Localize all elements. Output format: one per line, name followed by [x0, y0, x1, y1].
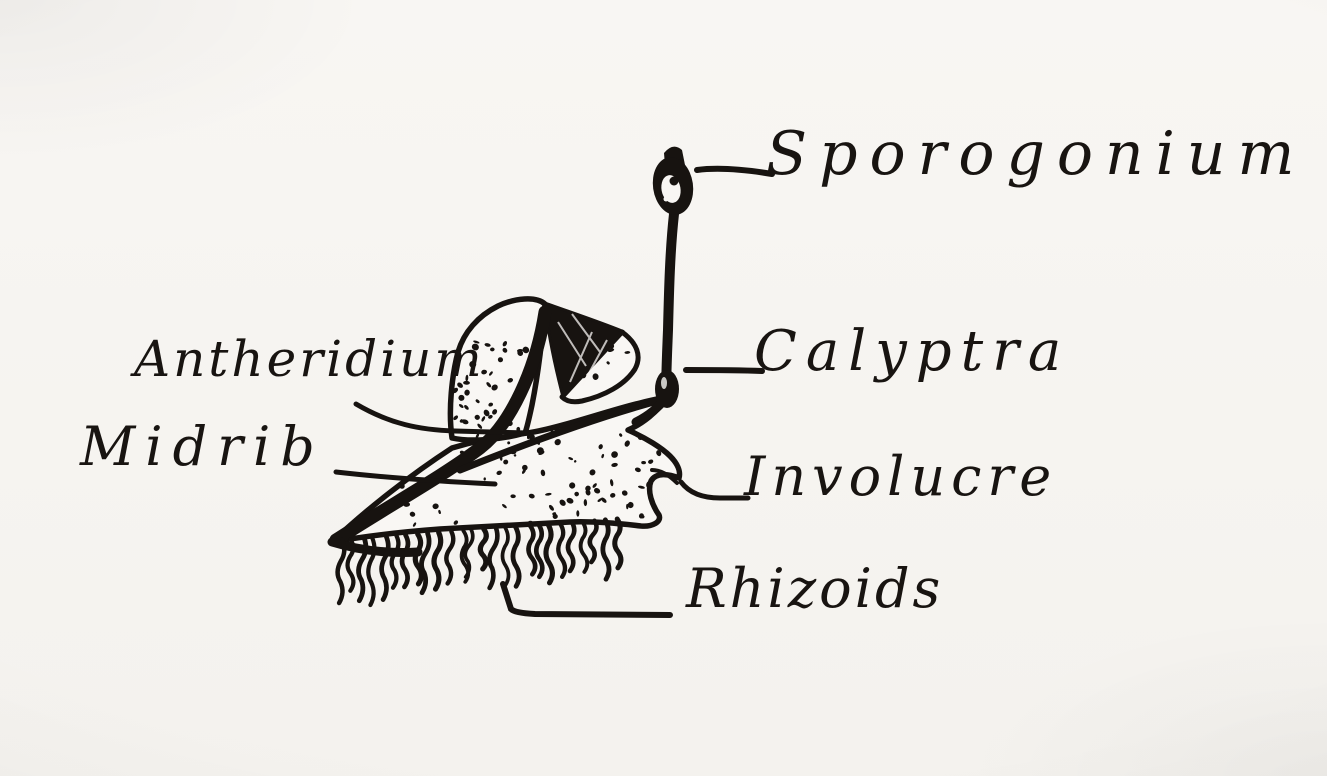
- label-calyptra: Calyptra: [754, 319, 1071, 384]
- label-involucre: Involucre: [744, 445, 1058, 508]
- label-sporogonium: Sporogonium: [766, 119, 1307, 189]
- fold-line: [456, 395, 669, 474]
- leader-calyptra: [683, 367, 765, 374]
- leader-sporogonium: [694, 165, 775, 177]
- calyptra-bulge: [655, 370, 679, 408]
- right-lobe: [559, 329, 641, 405]
- involucre-flap: [650, 468, 679, 485]
- leader-midrib: [333, 469, 498, 487]
- rhizoids-strokes: [335, 516, 624, 608]
- label-rhizoids: Rhizoids: [686, 557, 944, 620]
- midrib-band: [329, 305, 552, 547]
- leader-rhizoids: [500, 581, 673, 618]
- thallus-tip-shade: [327, 537, 423, 557]
- label-midrib: Midrib: [80, 415, 325, 478]
- leader-antheridium: [353, 401, 531, 436]
- label-antheridium: Antheridium: [134, 330, 485, 388]
- leader-involucre: [678, 479, 751, 501]
- sporogonium-capsule: [652, 146, 694, 215]
- antheridium-patch: [543, 300, 625, 401]
